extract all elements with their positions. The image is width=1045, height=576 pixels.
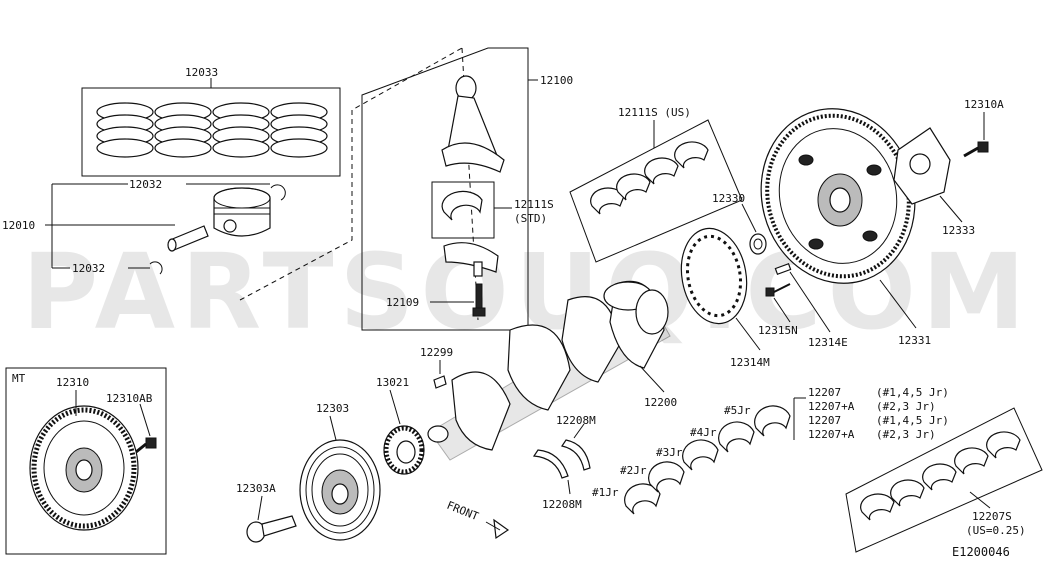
label-12315n: 12315N [758,324,798,337]
main-bearing-jr2[interactable] [648,461,685,493]
label-12033: 12033 [185,66,218,79]
label-12303: 12303 [316,402,349,415]
label-12330: 12330 [712,192,745,205]
mt-flywheel[interactable] [29,405,139,531]
label-12208m-top: 12208M [556,414,596,427]
label-12207-a: 12207 [808,386,841,399]
label-12207s-note: (US=0.25) [966,524,1026,537]
main-bearing-jr3[interactable] [682,439,719,471]
rod-bearing-us-4[interactable] [674,141,709,169]
rod-bearing-us-3[interactable] [644,157,679,185]
main-bearing-us-3[interactable] [922,463,957,491]
piston-group: 12010 12032 12032 [2,178,286,275]
label-12303a: 12303A [236,482,276,495]
label-12207-b: 12207 [808,414,841,427]
label-12010: 12010 [2,219,35,232]
snap-ring-bottom[interactable] [149,261,163,275]
main-bearing-jr4[interactable] [718,421,755,453]
piston-pin[interactable] [167,225,209,252]
snap-ring-top[interactable] [270,184,286,201]
woodruff-key[interactable] [433,375,447,389]
piston-ring-set-2[interactable] [154,102,212,158]
label-12208m-bottom: 12208M [542,498,582,511]
mt-frame [5,367,167,555]
label-12310: 12310 [56,376,89,389]
dowel-pin[interactable] [774,263,792,275]
label-12207a-a-note: (#2,3 Jr) [876,400,936,413]
signal-plate-group: 12314M 12330 12315N 12314E [674,192,848,369]
connecting-rod-group: 12100 12111S (STD) 12109 [361,47,573,331]
main-bearing-us-2[interactable] [890,479,925,507]
label-12207-a-note: (#1,4,5 Jr) [876,386,949,399]
crankshaft[interactable] [427,280,671,461]
reinforcement-plate[interactable] [893,127,951,205]
label-12111s-std-note: (STD) [514,212,547,225]
label-12207-b-note: (#1,4,5 Jr) [876,414,949,427]
label-12207a-b: 12207+A [808,428,855,441]
main-bearing-jr1[interactable] [624,483,661,515]
signal-plate[interactable] [674,223,754,329]
drive-plate-group: 12331 12333 12310A [760,98,1004,347]
label-12207s: 12207S [972,510,1012,523]
diagram-code: E1200046 [952,545,1010,559]
label-12111s-std: 12111S [514,198,554,211]
rod-cap[interactable] [443,242,499,277]
main-bearings-group: #1Jr #2Jr #3Jr #4Jr #5Jr 12207 (#1,4,5 J… [592,386,949,515]
front-direction-indicator: FRONT [445,499,510,540]
label-12207a-a: 12207+A [808,400,855,413]
flywheel-bolt[interactable] [963,141,989,158]
label-12299: 12299 [420,346,453,359]
front-arrow-icon [493,518,510,540]
label-12032-top: 12032 [129,178,162,191]
main-bearing-us-5[interactable] [986,431,1021,459]
label-12200: 12200 [644,396,677,409]
label-jr5: #5Jr [724,404,751,417]
label-12310ab: 12310AB [106,392,153,405]
main-bearing-jr5[interactable] [754,405,791,437]
main-bearings-us-group: 12207S (US=0.25) [845,407,1043,553]
label-12310a: 12310A [964,98,1004,111]
label-12314e: 12314E [808,336,848,349]
label-12111s-us: 12111S (US) [618,106,691,119]
label-mt: MT [12,372,26,385]
label-12032-bottom: 12032 [72,262,105,275]
label-13021: 13021 [376,376,409,389]
label-12333: 12333 [942,224,975,237]
oil-seal[interactable] [749,233,767,255]
label-jr2: #2Jr [620,464,647,477]
main-bearing-us-1[interactable] [860,493,895,521]
crank-pulley[interactable] [299,439,381,541]
connecting-rod[interactable] [441,75,505,173]
label-12331: 12331 [898,334,931,347]
pulley-bolt[interactable] [246,515,297,543]
pilot-bolt[interactable] [765,283,791,297]
label-jr1: #1Jr [592,486,619,499]
piston-ring-set-1[interactable] [96,102,154,158]
mt-flywheel-group: MT 12310 12310AB [5,367,167,555]
rod-bearing-std[interactable] [441,190,483,221]
label-12100: 12100 [540,74,573,87]
label-jr3: #3Jr [656,446,683,459]
crank-sprocket[interactable] [383,425,425,475]
piston[interactable] [213,187,271,237]
label-12207a-b-note: (#2,3 Jr) [876,428,936,441]
label-12109: 12109 [386,296,419,309]
piston-ring-set-4[interactable] [270,102,328,158]
main-bearing-us-4[interactable] [954,447,989,475]
mt-flywheel-bolt[interactable] [135,437,157,454]
front-label: FRONT [445,499,481,524]
thrust-washer-bottom[interactable] [532,449,569,479]
label-12314m: 12314M [730,356,770,369]
rod-bolt[interactable] [472,283,486,317]
label-jr4: #4Jr [690,426,717,439]
thrust-washer-top[interactable] [561,439,591,471]
rod-bearings-us-group: 12111S (US) [569,106,743,263]
rod-bearing-us-2[interactable] [616,173,651,201]
piston-rings-group: 12033 [81,66,341,177]
piston-ring-set-3[interactable] [212,102,270,158]
